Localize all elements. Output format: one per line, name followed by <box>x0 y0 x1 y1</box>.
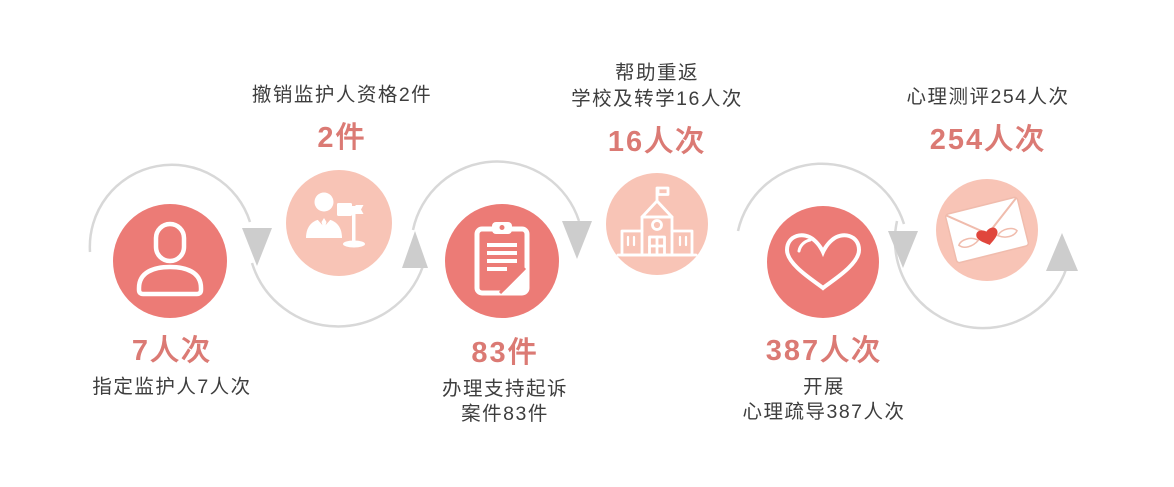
step5-circle <box>767 206 879 318</box>
person-flag-icon <box>306 192 365 248</box>
step4-value: 16人次 <box>607 126 707 158</box>
step4-description: 帮助重返 学校及转学16人次 <box>571 62 743 110</box>
step3-value: 83件 <box>471 337 539 369</box>
arrow-up-icon <box>402 231 428 268</box>
heart-icon <box>784 233 862 291</box>
user-icon <box>136 221 204 297</box>
step2-circle <box>286 170 392 276</box>
step4-labels: 帮助重返 学校及转学16人次 16人次 <box>537 60 777 157</box>
step6-labels: 心理测评254人次 254人次 <box>868 84 1108 155</box>
arrow-down-icon <box>242 228 272 266</box>
step2-value: 2件 <box>317 122 367 154</box>
step3-labels: 83件 办理支持起诉 案件83件 <box>385 338 625 426</box>
flow-arrows <box>242 221 1078 271</box>
school-icon <box>616 186 698 257</box>
arc-over-step3 <box>411 160 581 231</box>
step6-description: 心理测评254人次 <box>906 86 1070 108</box>
step4-circle <box>606 173 708 275</box>
step3-description: 办理支持起诉 案件83件 <box>441 378 568 425</box>
step6-value: 254人次 <box>929 124 1047 156</box>
arrow-down-icon <box>888 231 918 268</box>
step2-labels: 撤销监护人资格2件 2件 <box>222 82 462 153</box>
step1-value: 7人次 <box>131 335 213 367</box>
step5-value: 387人次 <box>765 335 883 367</box>
arc-over-step5 <box>736 162 906 232</box>
arc-under-step2 <box>250 262 425 328</box>
arc-under-step6 <box>893 220 1071 330</box>
step5-description: 开展 心理疏导387人次 <box>742 376 906 423</box>
arrow-down-icon <box>562 221 592 259</box>
step5-labels: 387人次 开展 心理疏导387人次 <box>704 336 944 424</box>
step1-labels: 7人次 指定监护人7人次 <box>52 336 292 400</box>
arc-over-step1 <box>88 163 252 253</box>
step1-description: 指定监护人7人次 <box>92 376 252 398</box>
flow-arcs <box>88 160 1071 330</box>
clipboard-icon <box>474 222 530 296</box>
envelope-icon <box>944 196 1030 264</box>
step2-description: 撤销监护人资格2件 <box>251 84 433 106</box>
arrow-up-icon <box>1046 233 1078 271</box>
